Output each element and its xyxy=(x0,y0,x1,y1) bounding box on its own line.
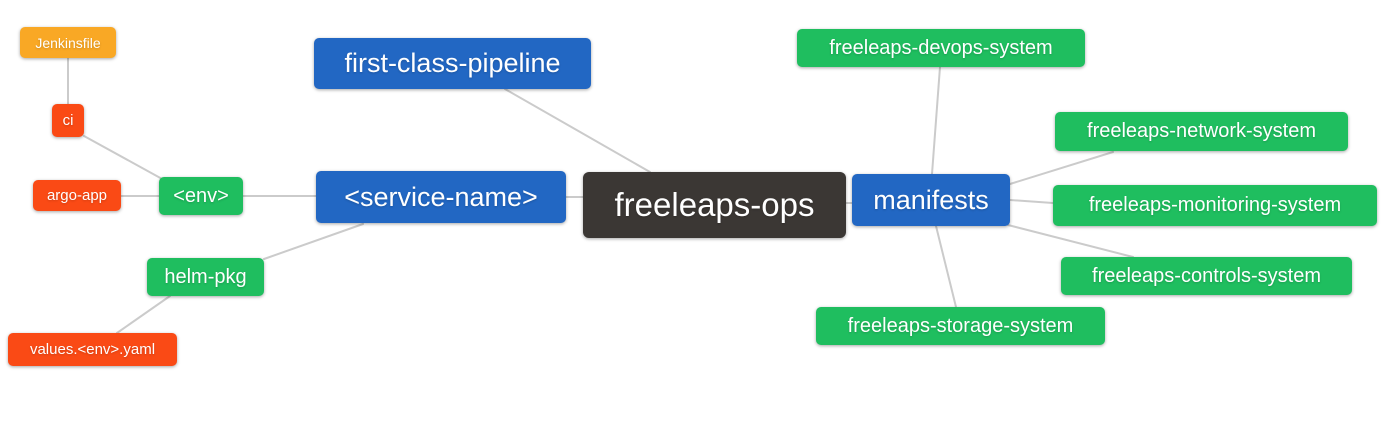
edge-manifests-storage-system xyxy=(935,225,957,308)
node-service-name[interactable]: <service-name> xyxy=(316,171,566,223)
node-env[interactable]: <env> xyxy=(159,177,243,215)
node-freeleaps-ops-root[interactable]: freeleaps-ops xyxy=(583,172,846,238)
edge-helm-pkg-values-env-yaml xyxy=(116,295,171,334)
node-values-env-yaml[interactable]: values.<env>.yaml xyxy=(8,333,177,366)
node-freeleaps-storage-system[interactable]: freeleaps-storage-system xyxy=(816,307,1105,345)
node-first-class-pipeline[interactable]: first-class-pipeline xyxy=(314,38,591,89)
node-helm-pkg[interactable]: helm-pkg xyxy=(147,258,264,296)
node-freeleaps-network-system[interactable]: freeleaps-network-system xyxy=(1055,112,1348,151)
edge-manifests-monitoring-system xyxy=(1009,199,1054,204)
edge-first-class-pipeline-freeleaps-ops xyxy=(504,88,651,173)
edge-manifests-network-system xyxy=(1009,151,1114,185)
node-ci[interactable]: ci xyxy=(52,104,84,137)
node-manifests[interactable]: manifests xyxy=(852,174,1010,226)
node-freeleaps-monitoring-system[interactable]: freeleaps-monitoring-system xyxy=(1053,185,1377,226)
node-freeleaps-devops-system[interactable]: freeleaps-devops-system xyxy=(797,29,1085,67)
node-argo-app[interactable]: argo-app xyxy=(33,180,121,211)
edge-manifests-controls-system xyxy=(1007,224,1134,258)
node-freeleaps-controls-system[interactable]: freeleaps-controls-system xyxy=(1061,257,1352,295)
edge-manifests-devops-system xyxy=(931,66,941,175)
edge-ci-env xyxy=(83,135,165,181)
edge-service-name-helm-pkg xyxy=(263,223,364,260)
node-jenkinsfile[interactable]: Jenkinsfile xyxy=(20,27,116,58)
